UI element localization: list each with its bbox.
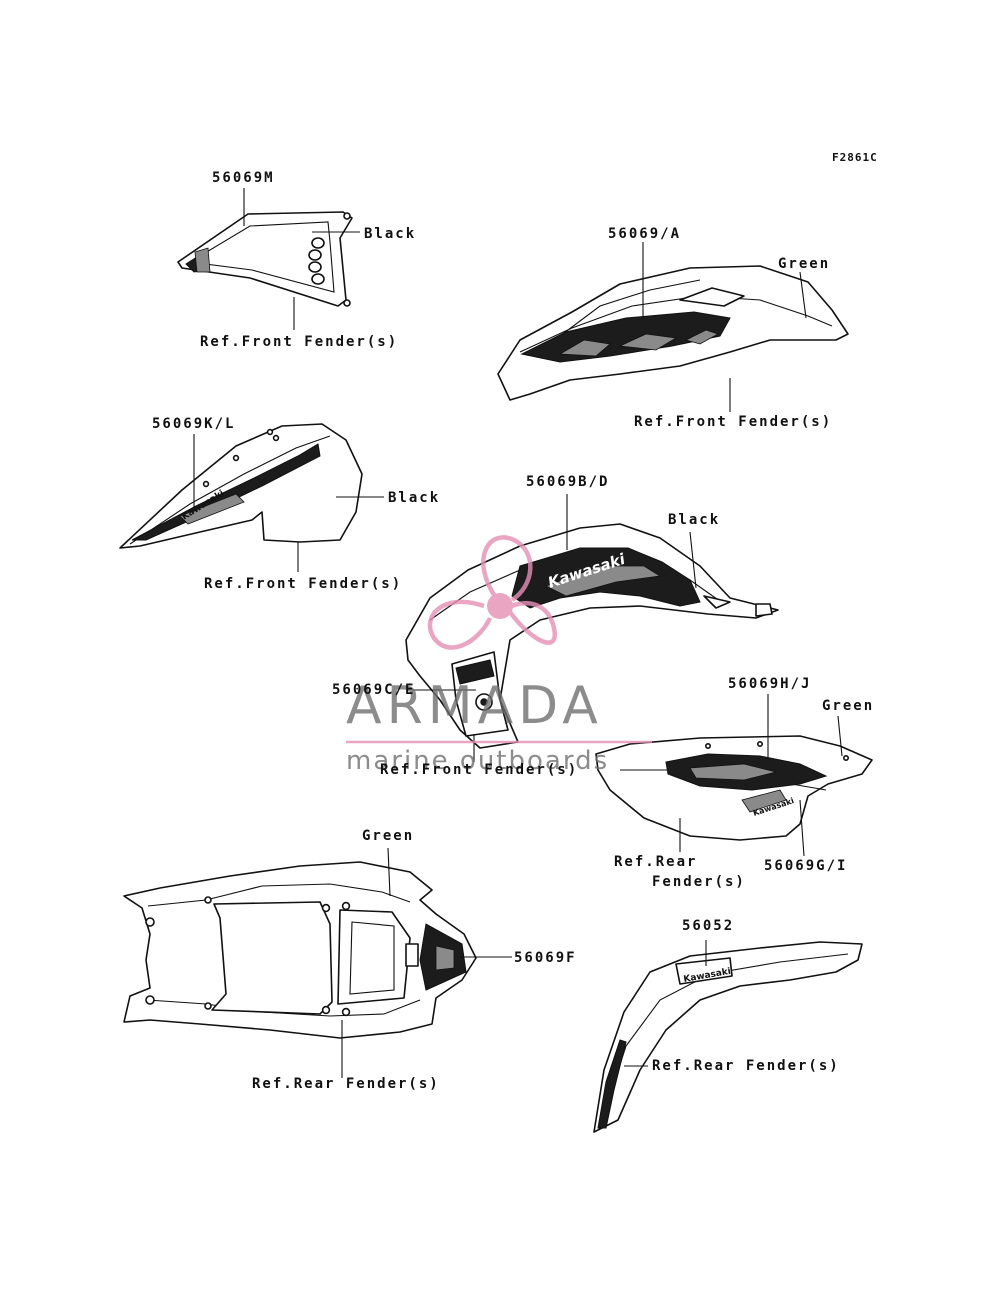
part-56069KL xyxy=(119,423,384,572)
part-56069F xyxy=(123,847,512,1078)
watermark-tagline: marine outboards xyxy=(346,746,610,776)
part-label-56069A: 56069/A xyxy=(608,226,682,242)
part-label-56052: 56052 xyxy=(682,918,735,934)
figure-code: F2861C xyxy=(832,151,878,164)
part-56069A xyxy=(497,242,849,412)
ref-label-rear-fender-2: Ref.Rear Fender(s) xyxy=(252,1076,440,1092)
ref-label-rear-fender-1b: Fender(s) xyxy=(652,874,746,890)
color-label-black-kl: Black xyxy=(388,490,441,506)
part-label-56069GI: 56069G/I xyxy=(764,858,848,874)
part-56069HJ xyxy=(595,694,873,857)
ref-label-front-fender-3: Ref.Front Fender(s) xyxy=(204,576,403,592)
part-56069BD xyxy=(405,494,779,762)
armada-logo-icon xyxy=(346,535,652,744)
part-label-56069BD: 56069B/D xyxy=(526,474,610,490)
ref-label-front-fender-1: Ref.Front Fender(s) xyxy=(200,334,399,350)
part-label-56069KL: 56069K/L xyxy=(152,416,236,432)
ref-label-front-fender-4: Ref.Front Fender(s) xyxy=(380,762,579,778)
part-label-56069CE: 56069C/E xyxy=(332,682,416,698)
color-label-green-hj: Green xyxy=(822,698,875,714)
color-label-green-a: Green xyxy=(778,256,831,272)
color-label-black-m: Black xyxy=(364,226,417,242)
part-56052 xyxy=(593,940,863,1133)
part-label-56069F: 56069F xyxy=(514,950,577,966)
part-56069M xyxy=(177,188,360,330)
ref-label-front-fender-2: Ref.Front Fender(s) xyxy=(634,414,833,430)
color-label-green-f: Green xyxy=(362,828,415,844)
ref-label-rear-fender-1a: Ref.Rear xyxy=(614,854,698,870)
part-label-56069M: 56069M xyxy=(212,170,275,186)
watermark-brand: ARMADA xyxy=(346,676,603,736)
part-label-56069HJ: 56069H/J xyxy=(728,676,812,692)
color-label-black-bd: Black xyxy=(668,512,721,528)
ref-label-rear-fender-3: Ref.Rear Fender(s) xyxy=(652,1058,840,1074)
